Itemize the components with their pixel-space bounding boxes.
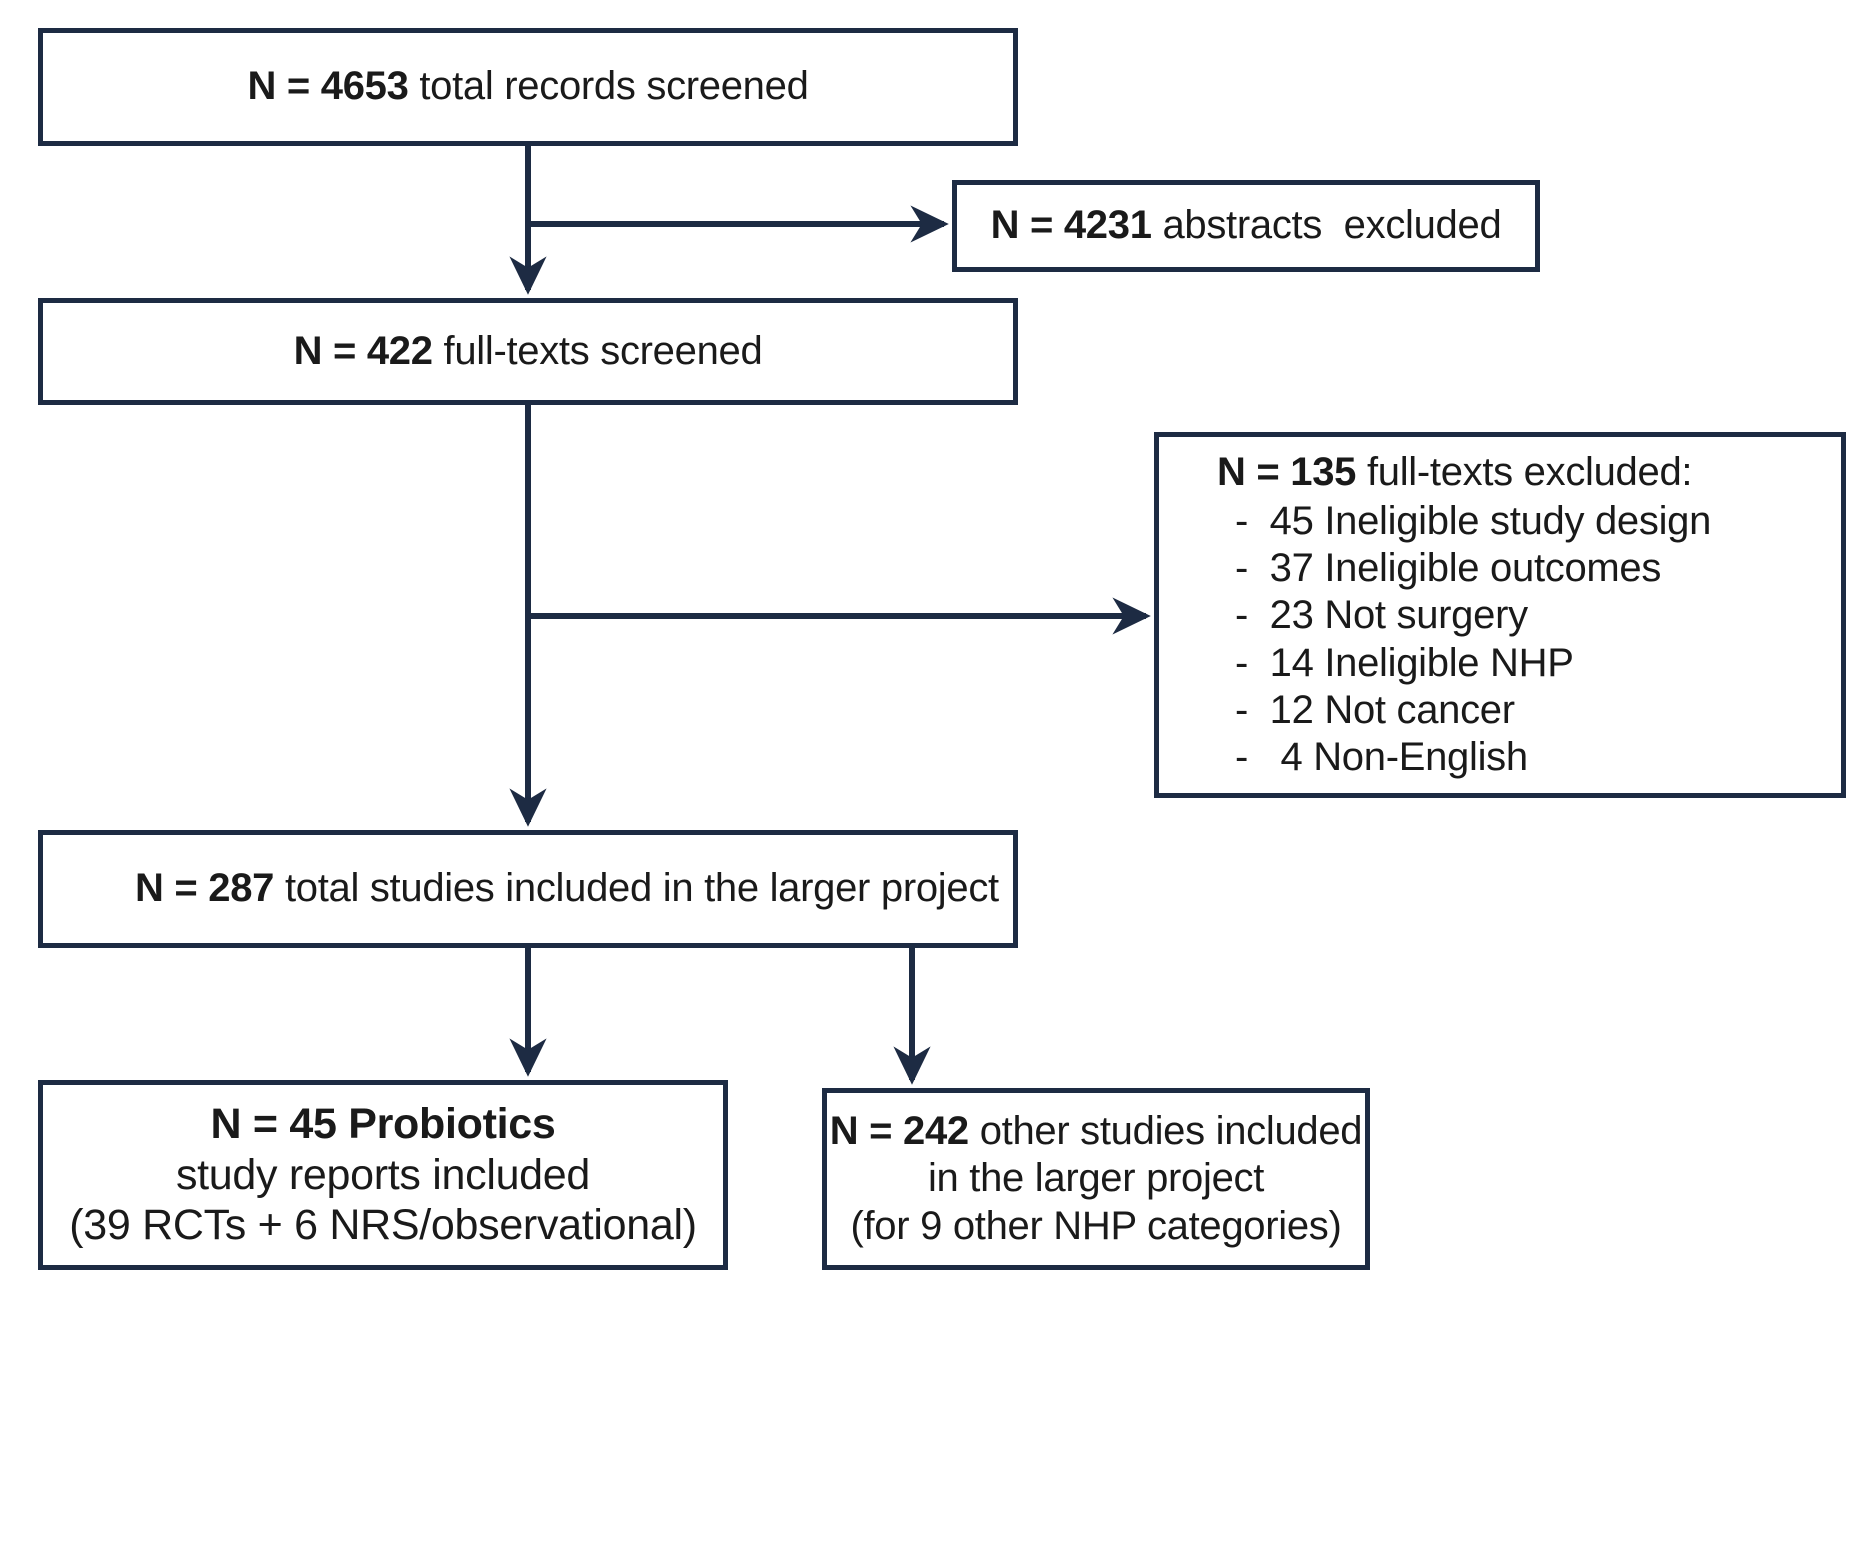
total-desc: total studies included in the larger pro…: [274, 866, 999, 911]
node-total-studies-included-text: N = 287 total studies included in the la…: [135, 865, 999, 912]
node-total-records-screened-text: N = 4653 total records screened: [247, 63, 808, 110]
exclusion-reason-item: - 4 Non-English: [1235, 734, 1528, 779]
exclusion-reason-item: - 12 Not cancer: [1235, 687, 1515, 732]
excluded-n-label: N =: [1217, 449, 1291, 494]
other-n-value: 242: [903, 1109, 969, 1154]
fulltexts-n-label: N =: [293, 328, 367, 373]
exclusion-reason-item: - 23 Not surgery: [1235, 593, 1528, 638]
node-fulltexts-screened: N = 422 full-texts screened: [38, 298, 1018, 405]
node-abstracts-excluded-text: N = 4231 abstracts excluded: [991, 202, 1502, 249]
excluded-desc: full-texts excluded:: [1356, 449, 1693, 494]
records-n-label: N =: [247, 64, 321, 109]
other-studies-subline: in the larger project: [927, 1156, 1265, 1201]
total-n-label: N =: [135, 866, 209, 911]
node-total-studies-included: N = 287 total studies included in the la…: [38, 830, 1018, 948]
other-studies-headline: N = 242 other studies included: [829, 1108, 1363, 1155]
exclusion-reason-item: - 37 Ineligible outcomes: [1235, 546, 1662, 591]
fulltexts-desc: full-texts screened: [432, 328, 763, 373]
node-fulltexts-excluded: N = 135 full-texts excluded: - 45 Inelig…: [1154, 432, 1846, 798]
fulltexts-n-value: 422: [366, 328, 433, 373]
node-abstracts-excluded: N = 4231 abstracts excluded: [952, 180, 1540, 272]
other-n-label: N =: [829, 1109, 904, 1154]
abstracts-n-value: 4231: [1063, 203, 1152, 248]
exclusion-reason-item: - 14 Ineligible NHP: [1235, 640, 1574, 685]
probiotics-headline: N = 45 Probiotics: [210, 1099, 556, 1148]
other-studies-categories: (for 9 other NHP categories): [850, 1203, 1342, 1248]
node-total-records-screened: N = 4653 total records screened: [38, 28, 1018, 146]
node-fulltexts-screened-text: N = 422 full-texts screened: [294, 328, 763, 375]
probiotics-subline: study reports included: [175, 1150, 591, 1199]
node-other-studies-included: N = 242 other studies included in the la…: [822, 1088, 1370, 1270]
node-probiotics-included: N = 45 Probiotics study reports included…: [38, 1080, 728, 1270]
abstracts-desc: abstracts excluded: [1151, 203, 1502, 248]
node-fulltexts-excluded-heading: N = 135 full-texts excluded:: [1217, 449, 1693, 496]
records-n-value: 4653: [320, 64, 409, 109]
other-desc: other studies included: [968, 1109, 1363, 1154]
excluded-n-value: 135: [1290, 449, 1357, 494]
total-n-value: 287: [208, 866, 275, 911]
probiotics-breakdown: (39 RCTs + 6 NRS/observational): [69, 1201, 697, 1250]
records-desc: total records screened: [408, 64, 809, 109]
exclusion-reason-item: - 45 Ineligible study design: [1235, 499, 1712, 544]
abstracts-n-label: N =: [990, 203, 1064, 248]
